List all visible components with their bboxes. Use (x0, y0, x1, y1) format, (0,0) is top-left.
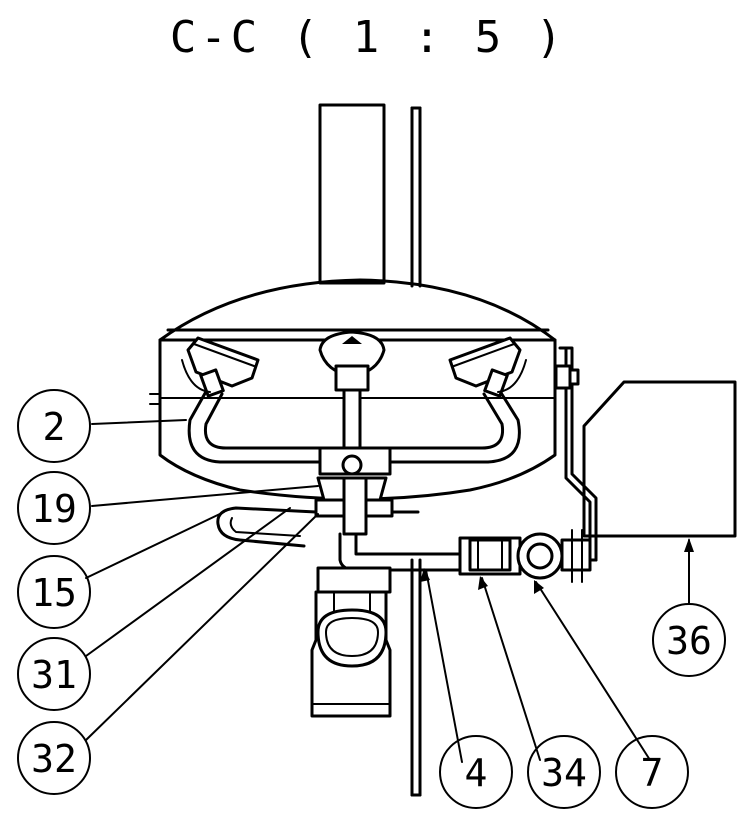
callout-7: 7 (615, 735, 689, 809)
leader-31 (85, 507, 291, 657)
callout-32: 32 (17, 721, 91, 795)
arrow-34 (478, 576, 488, 590)
leader-7 (535, 581, 651, 761)
leader-34 (481, 577, 541, 761)
callout-36-label: 36 (666, 619, 712, 663)
callout-19-label: 19 (31, 487, 77, 531)
vertical-post (318, 103, 386, 285)
view-title: C-C ( 1 : 5 ) (170, 12, 566, 63)
leader-2 (91, 419, 187, 425)
callout-15-label: 15 (31, 571, 77, 615)
leader-4 (425, 569, 463, 763)
callout-4: 4 (439, 735, 513, 809)
leader-15 (85, 511, 225, 579)
callout-32-label: 32 (31, 737, 77, 781)
left-spray-head (181, 336, 260, 398)
cabinet-box (582, 380, 737, 538)
supply-line (458, 529, 592, 583)
arrow-7 (534, 580, 544, 594)
paddle-handle (216, 506, 420, 548)
right-spray-head (448, 336, 527, 398)
center-spray-head (318, 330, 386, 450)
callout-31: 31 (17, 637, 91, 711)
basin-bowl (149, 278, 557, 501)
support-rod (410, 106, 422, 797)
callout-2: 2 (17, 389, 91, 463)
pipe-manifold (187, 386, 521, 464)
callout-7-label: 7 (641, 751, 664, 795)
callout-34: 34 (527, 735, 601, 809)
callout-2-label: 2 (43, 405, 66, 449)
callout-19: 19 (17, 471, 91, 545)
arrow-36 (684, 538, 694, 552)
leader-32 (85, 513, 319, 741)
callout-36: 36 (652, 603, 726, 677)
mounting-bracket (554, 346, 598, 562)
drain-assembly (310, 532, 462, 718)
callout-4-label: 4 (465, 751, 488, 795)
arrow-4 (420, 568, 430, 582)
callout-15: 15 (17, 555, 91, 629)
callout-31-label: 31 (31, 653, 77, 697)
leader-19 (91, 485, 319, 507)
callout-34-label: 34 (541, 751, 587, 795)
leader-lines (85, 419, 694, 763)
valve-block (314, 446, 394, 536)
